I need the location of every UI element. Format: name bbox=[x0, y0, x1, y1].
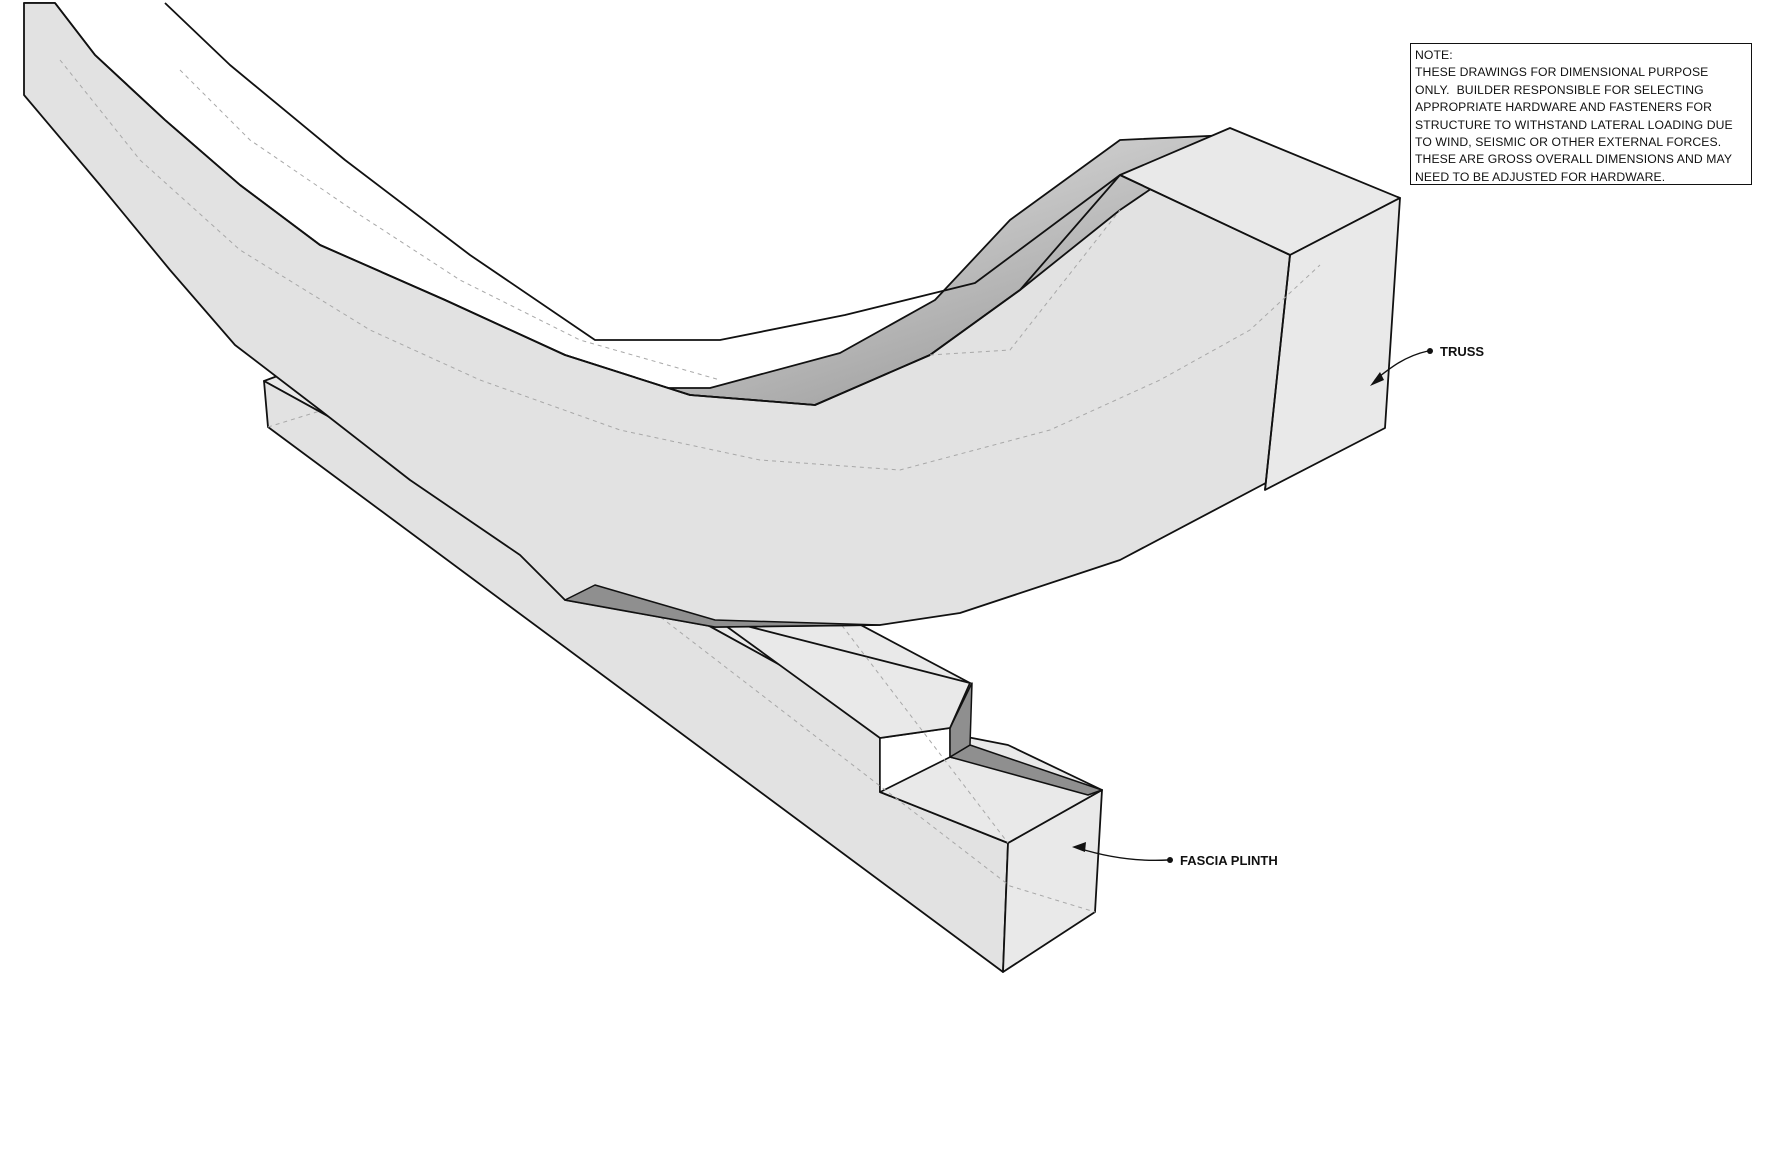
plinth-notch-wall bbox=[949, 682, 973, 758]
truss-front-face bbox=[23, 2, 1389, 628]
fascia-plinth-label: FASCIA PLINTH bbox=[1180, 853, 1278, 868]
note-line-5: TO WIND, SEISMIC OR OTHER EXTERNAL FORCE… bbox=[1415, 135, 1722, 150]
callout-truss: TRUSS bbox=[1370, 344, 1484, 386]
note-box: NOTE: THESE DRAWINGS FOR DIMENSIONAL PURP… bbox=[1410, 43, 1752, 185]
note-line-6: THESE ARE GROSS OVERALL DIMENSIONS AND M… bbox=[1415, 152, 1733, 167]
note-heading: NOTE: bbox=[1415, 48, 1453, 62]
note-line-4: STRUCTURE TO WITHSTAND LATERAL LOADING D… bbox=[1415, 117, 1733, 132]
truss-bottom-shadow bbox=[564, 584, 881, 628]
callout-fascia-plinth: FASCIA PLINTH bbox=[1072, 842, 1278, 868]
note-line-7: NEED TO BE ADJUSTED FOR HARDWARE. bbox=[1415, 169, 1666, 184]
note-line-1: THESE DRAWINGS FOR DIMENSIONAL PURPOSE bbox=[1415, 65, 1709, 80]
note-line-2: ONLY. BUILDER RESPONSIBLE FOR SELECTING bbox=[1415, 82, 1704, 97]
truss-label: TRUSS bbox=[1440, 344, 1484, 359]
truss bbox=[23, 2, 1401, 628]
note-line-3: APPROPRIATE HARDWARE AND FASTENERS FOR bbox=[1415, 100, 1713, 115]
plinth-riser bbox=[714, 617, 971, 739]
